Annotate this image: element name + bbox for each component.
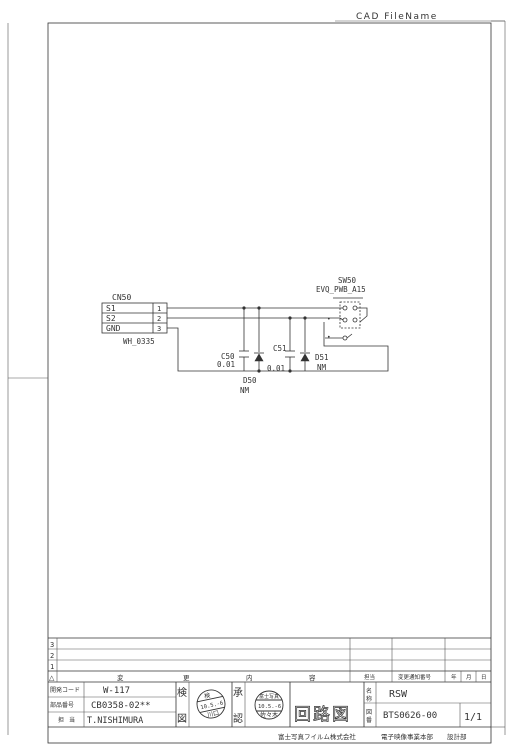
- revision-header: 日: [481, 674, 487, 681]
- capacitor-ref: C51: [273, 344, 287, 353]
- company-name: 富士写真フイルム株式会社: [278, 732, 356, 741]
- approve-label: 承: [233, 687, 243, 699]
- title-block: 開発コード W-117 部品番号 CB0358-02** 担当 T.NISHIM…: [48, 682, 491, 741]
- part-number: CB0358-02**: [91, 701, 151, 711]
- connector-pin-number: 3: [157, 325, 161, 333]
- diode-ref: D50: [243, 376, 257, 385]
- dev-code: W-117: [103, 686, 130, 696]
- diode-ref: D51: [315, 353, 329, 362]
- switch-ref: SW50: [338, 276, 357, 285]
- svg-text:富士写真: 富士写真: [259, 693, 279, 700]
- svg-text:•: •: [327, 316, 331, 323]
- department-name: 電子映像事業本部: [381, 732, 434, 741]
- diode-note: NM: [240, 386, 250, 395]
- approve-label: 認: [233, 712, 243, 725]
- revision-header: 変更通知番号: [398, 673, 432, 681]
- person-name: T.NISHIMURA: [87, 716, 143, 726]
- switch-part: EVQ_PWB_A15: [316, 285, 366, 294]
- connector-pin-number: 1: [157, 305, 161, 313]
- svg-text:佐々木: 佐々木: [260, 711, 278, 719]
- capacitor-value: 0.01: [267, 364, 285, 373]
- diode-symbol: [300, 353, 310, 362]
- connector-ref: CN50: [112, 293, 131, 302]
- connector-pin-number: 2: [157, 315, 161, 323]
- revision-header: 担当: [364, 673, 375, 681]
- switch-symbol: • •: [325, 297, 368, 341]
- revision-header: 年: [451, 673, 457, 681]
- connector-part: WH_0335: [123, 337, 155, 346]
- revision-header: 変: [117, 673, 124, 682]
- product-name: RSW: [389, 689, 408, 700]
- approve-stamp: 富士写真 10.5.-6 佐々木: [254, 690, 284, 720]
- connector-pin-label: S2: [106, 314, 116, 323]
- revision-row-number: 3: [50, 641, 54, 649]
- svg-text:10.5.-6: 10.5.-6: [258, 704, 281, 710]
- drawing-no-label: 図: [366, 709, 372, 716]
- drawing-number: BTS0626-00: [383, 711, 437, 721]
- svg-text:10.5.-6: 10.5.-6: [200, 700, 224, 711]
- connector-pin-label: S1: [106, 304, 116, 313]
- revision-row-number: 2: [50, 652, 54, 660]
- check-label: 検: [177, 686, 187, 699]
- design-department: 設計部: [447, 732, 467, 741]
- person-label: 担当: [58, 716, 80, 724]
- schematic: CN50 S1 S2 GND 1 2 3 WH_0335 C50: [101, 276, 389, 395]
- diode-note: NM: [317, 363, 327, 372]
- revision-row-number: 1: [50, 663, 54, 671]
- name-label: 名: [366, 687, 372, 695]
- revision-header: 更: [183, 674, 190, 682]
- check-stamp: 検 10.5.-6 川口: [196, 689, 226, 719]
- revision-header: 容: [309, 673, 316, 682]
- svg-text:•: •: [327, 334, 331, 341]
- revision-mark-symbol: △: [49, 674, 55, 682]
- revision-header: 内: [246, 673, 253, 682]
- drawing-no-label: 番: [366, 717, 372, 724]
- name-label: 称: [366, 695, 372, 703]
- part-number-label: 部品番号: [50, 701, 74, 709]
- revision-header: 月: [466, 674, 472, 681]
- diode-symbol: [254, 353, 264, 362]
- svg-text:検: 検: [203, 691, 211, 700]
- capacitor-value: 0.01: [217, 360, 235, 369]
- revision-table: 3 2 1 △ 変 更 内 容 担当 変更通知番号 年 月 日: [48, 637, 491, 683]
- dev-code-label: 開発コード: [50, 686, 80, 694]
- cad-file-name: CAD FileName: [356, 12, 438, 22]
- capacitor-ref: C50: [221, 352, 235, 361]
- sheet-number: 1/1: [464, 712, 482, 723]
- drawing-frame: [47, 22, 492, 744]
- check-label: 図: [177, 713, 187, 725]
- drawing-type: 回路図: [294, 705, 351, 725]
- connector-pin-label: GND: [106, 324, 121, 333]
- svg-text:川口: 川口: [207, 710, 220, 719]
